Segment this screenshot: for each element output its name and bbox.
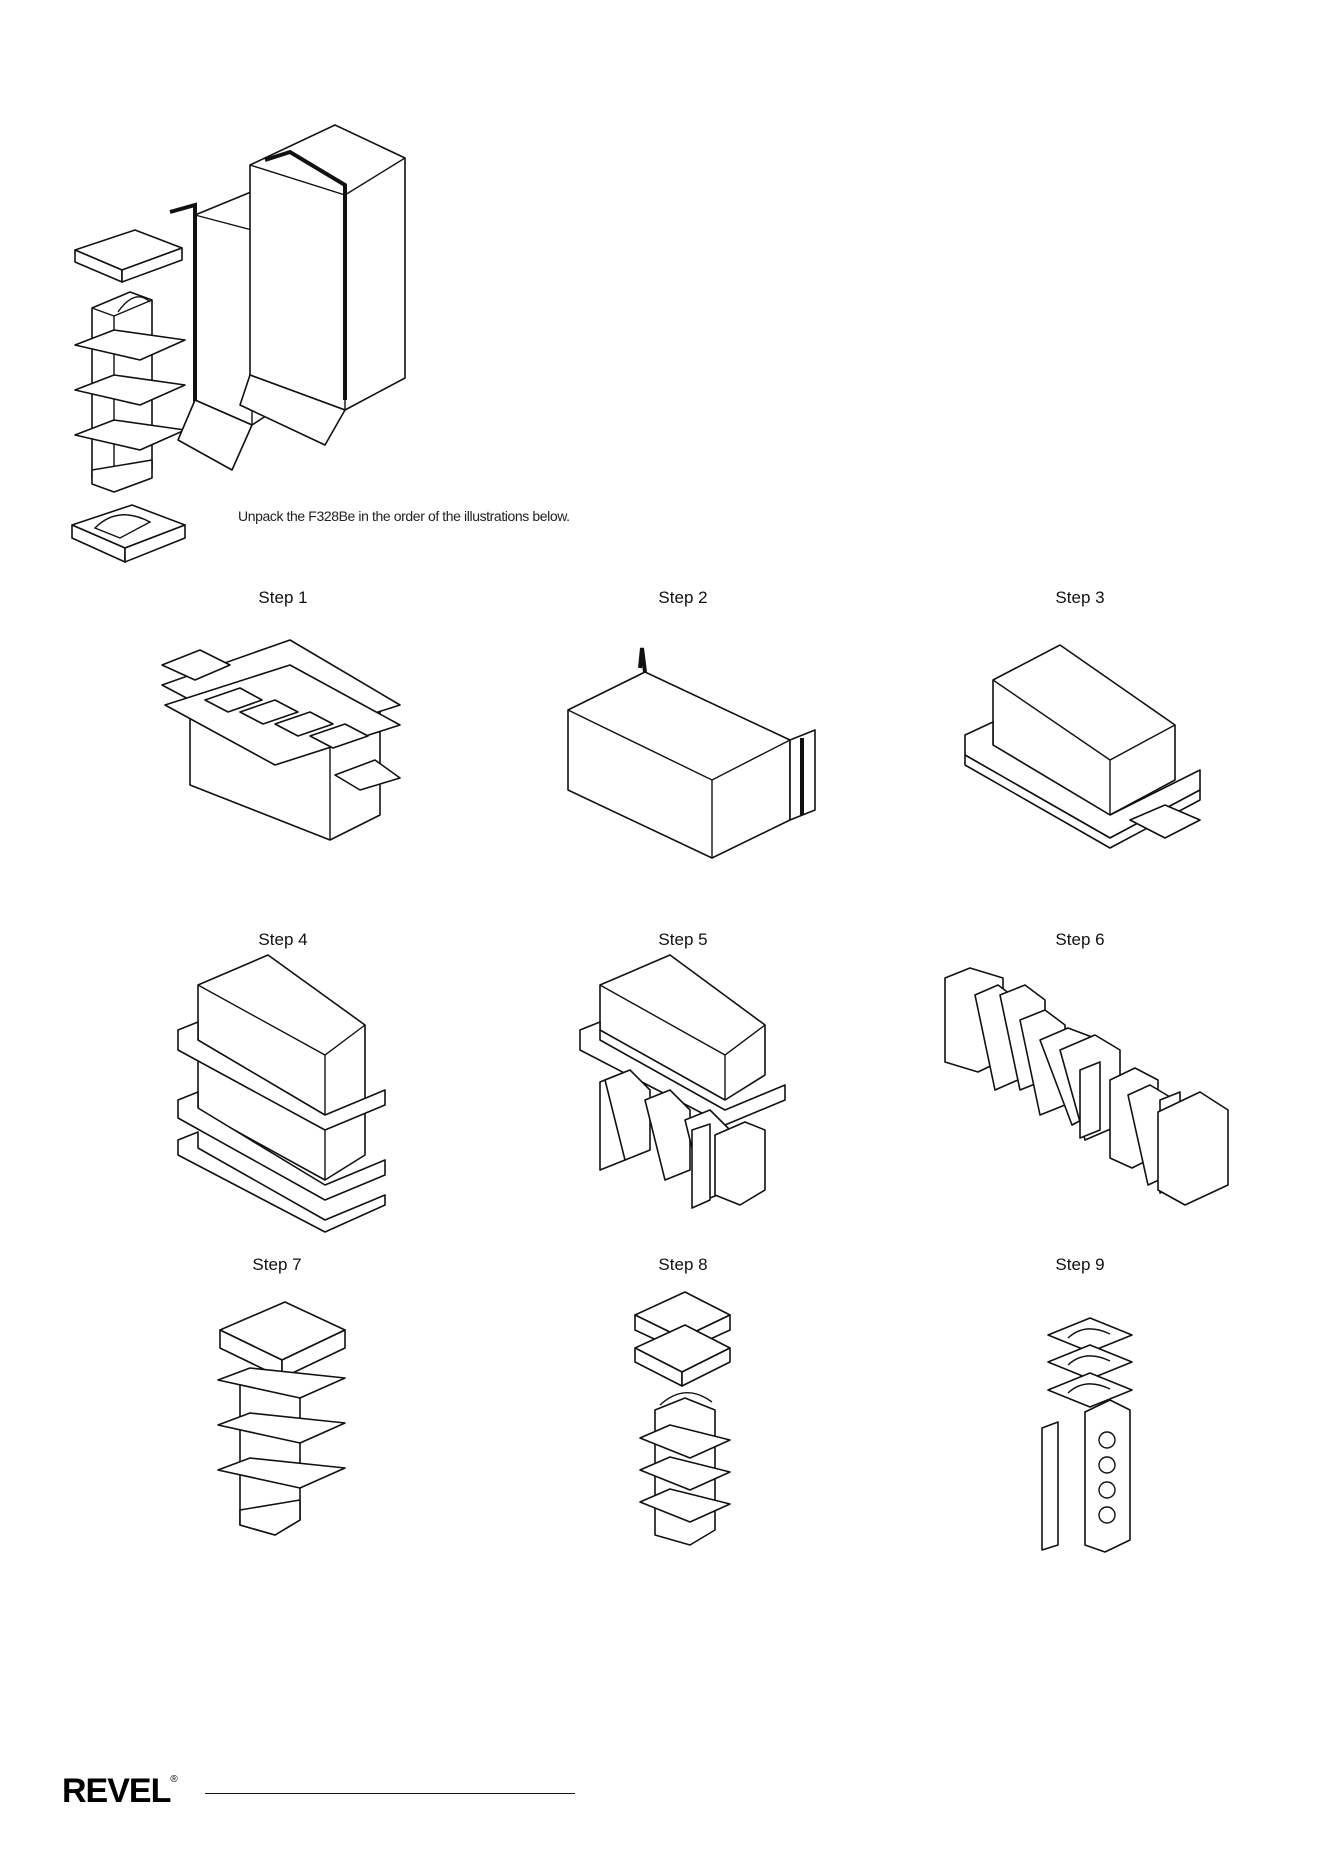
step-2-illustration	[568, 648, 815, 858]
overview-exploded-illustration	[72, 125, 405, 562]
step-label: Step 1	[203, 588, 363, 608]
step-label: Step 6	[1000, 930, 1160, 950]
step-8-illustration	[635, 1292, 730, 1545]
registered-mark: ®	[170, 1774, 176, 1785]
step-label: Step 2	[603, 588, 763, 608]
step-9-illustration	[1042, 1318, 1132, 1552]
brand-logo: REVEL®	[62, 1772, 177, 1811]
step-6-illustration	[945, 968, 1228, 1205]
step-label: Step 3	[1000, 588, 1160, 608]
step-3-illustration	[965, 645, 1200, 848]
step-1-illustration	[162, 640, 400, 840]
step-5-illustration	[580, 955, 785, 1208]
intro-instruction-text: Unpack the F328Be in the order of the il…	[238, 508, 570, 524]
brand-logo-text: REVEL	[62, 1772, 170, 1810]
step-label: Step 4	[203, 930, 363, 950]
step-7-illustration	[218, 1302, 345, 1535]
footer-divider	[205, 1793, 575, 1794]
step-label: Step 8	[603, 1255, 763, 1275]
step-label: Step 9	[1000, 1255, 1160, 1275]
step-label: Step 5	[603, 930, 763, 950]
step-4-illustration	[178, 955, 385, 1232]
step-label: Step 7	[197, 1255, 357, 1275]
